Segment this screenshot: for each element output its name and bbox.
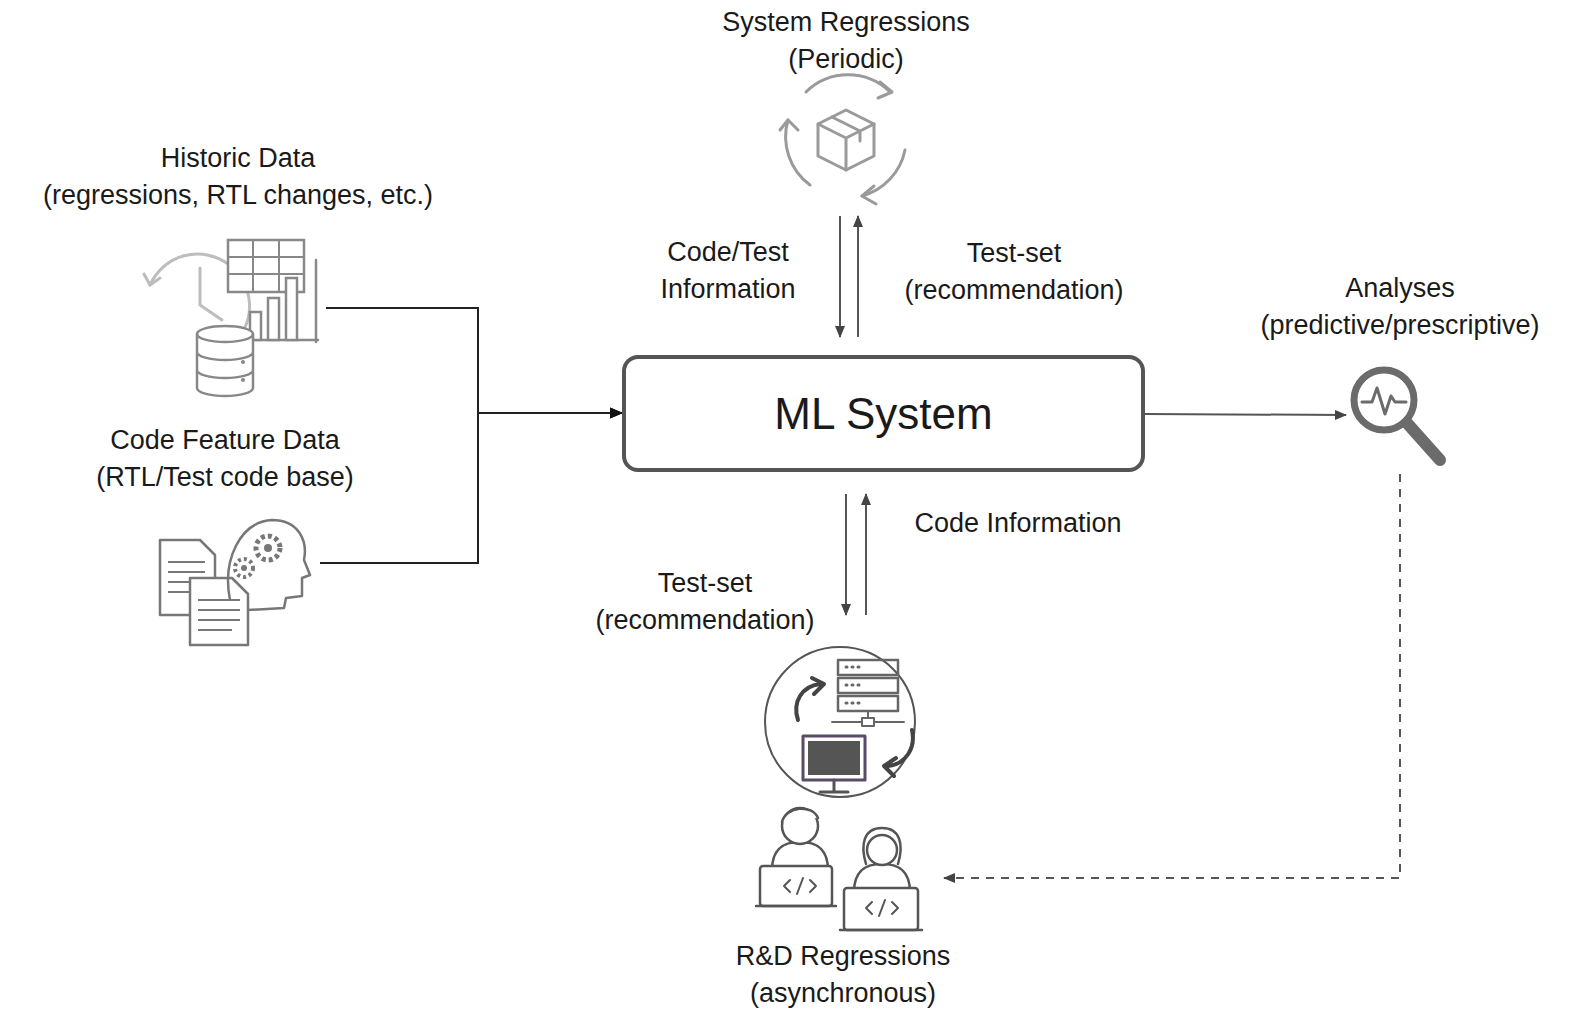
box-title: ML System — [774, 388, 992, 440]
node-caption: System Regressions (Periodic) — [676, 4, 1016, 78]
connector-arrow — [320, 413, 622, 563]
node-caption: Code Feature Data (RTL/Test code base) — [5, 422, 445, 496]
connector-arrow — [865, 494, 867, 615]
historic-data-icon — [144, 240, 318, 396]
data-source: Historic Data (regressions, RTL changes,… — [8, 140, 468, 402]
edge-label: Test-set (recommendation) — [901, 235, 1126, 309]
node-caption: Historic Data (regressions, RTL changes,… — [8, 140, 468, 214]
analyses-icon — [1354, 370, 1440, 460]
output-node: Analyses (predictive/prescriptive) — [1235, 270, 1565, 470]
regression-source: System Regressions (Periodic) — [676, 4, 1016, 214]
connector-arrow — [839, 216, 841, 337]
process-box: ML System — [622, 355, 1145, 472]
edge-label: Test-set (recommendation) — [592, 565, 817, 639]
connector-arrow — [326, 308, 622, 413]
connector-arrow — [1145, 414, 1346, 415]
node-caption: R&D Regressions (asynchronous) — [718, 938, 968, 1012]
regression-source: R&D Regressions (asynchronous) — [718, 638, 968, 1014]
data-source: Code Feature Data (RTL/Test code base) — [5, 422, 445, 650]
edge-label: Code Information — [911, 505, 1124, 542]
connector-arrow — [845, 494, 847, 615]
system-regressions-icon — [780, 75, 905, 204]
developers-icon — [756, 808, 922, 930]
code-feature-icon — [160, 520, 310, 645]
connector-arrow — [857, 216, 859, 337]
node-caption: Analyses (predictive/prescriptive) — [1235, 270, 1565, 344]
rd-regressions-icon — [765, 647, 915, 797]
edge-label: Code/Test Information — [657, 234, 798, 308]
